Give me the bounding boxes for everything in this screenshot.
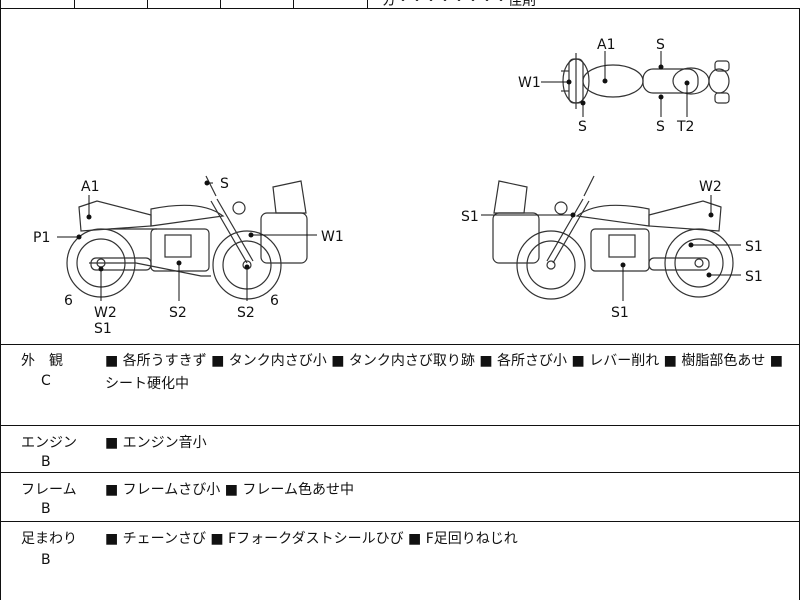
row-grade-frame: B (41, 501, 51, 517)
row-grade-engine: B (41, 454, 51, 470)
label-6-left2: 6 (270, 293, 279, 309)
label-s1-right4: S1 (611, 305, 629, 321)
label-s-left: S (220, 176, 229, 192)
label-w2-left: W2 (94, 305, 117, 321)
top-partial-text: ガ・・・・・・・・佳剤 (382, 0, 536, 9)
row-name-frame: フレーム (21, 482, 77, 498)
label-s-top1: S (656, 37, 665, 53)
damage-diagram: A1 S W1 S S T2 A1 S P1 W1 6 W2 S1 S2 S2 … (0, 8, 800, 345)
row-engine: エンジン B ■ エンジン音小 (0, 426, 800, 473)
label-6-left1: 6 (64, 293, 73, 309)
top-view-motorcycle (561, 53, 730, 109)
marker-dots (76, 64, 714, 278)
row-exterior: 外 観 C ■ 各所うすきず ■ タンク内さび小 ■ タンク内さび取り跡 ■ 各… (0, 344, 800, 426)
label-s1-right1: S1 (461, 209, 479, 225)
label-s-top3: S (656, 119, 665, 135)
right-side-motorcycle (492, 175, 734, 300)
label-w1-top: W1 (518, 75, 541, 91)
top-table-strip: ガ・・・・・・・・佳剤 (0, 0, 800, 9)
label-w1-left: W1 (321, 229, 344, 245)
label-s1-right3: S1 (745, 269, 763, 285)
row-name-suspension: 足まわり (21, 531, 77, 547)
label-t2-top: T2 (676, 119, 694, 135)
label-s-top2: S (578, 119, 587, 135)
row-grade-suspension: B (41, 552, 51, 568)
row-desc-exterior: ■ 各所うすきず ■ タンク内さび小 ■ タンク内さび取り跡 ■ 各所さび小 ■… (105, 353, 783, 392)
row-desc-engine: ■ エンジン音小 (105, 435, 207, 451)
label-s1-right2: S1 (745, 239, 763, 255)
row-desc-suspension: ■ チェーンさび ■ Fフォークダストシールひび ■ F足回りねじれ (105, 531, 518, 547)
row-frame: フレーム B ■ フレームさび小 ■ フレーム色あせ中 (0, 473, 800, 522)
label-s2-left2: S2 (237, 305, 255, 321)
label-a1-left: A1 (81, 179, 99, 195)
row-name-engine: エンジン (21, 435, 77, 451)
row-desc-frame: ■ フレームさび小 ■ フレーム色あせ中 (105, 482, 354, 498)
row-suspension: 足まわり B ■ チェーンさび ■ Fフォークダストシールひび ■ F足回りねじ… (0, 522, 800, 600)
label-s2-left1: S2 (169, 305, 187, 321)
row-name-exterior: 外 観 (21, 353, 63, 369)
label-p1-left: P1 (33, 230, 50, 246)
pointer-lines (57, 51, 741, 301)
row-grade-exterior: C (41, 373, 51, 389)
label-w2-right: W2 (699, 179, 722, 195)
left-side-motorcycle (66, 175, 308, 300)
label-a1-top: A1 (597, 37, 615, 53)
label-s1-left: S1 (94, 321, 112, 337)
